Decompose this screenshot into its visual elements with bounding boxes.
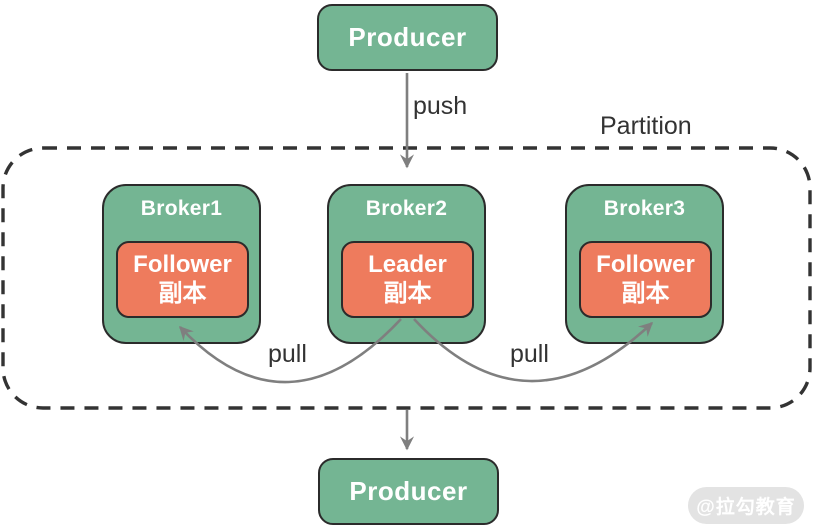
pull-label-left: pull xyxy=(268,340,307,368)
watermark-badge: @拉勾教育 xyxy=(688,487,804,524)
pull-label-right: pull xyxy=(510,340,549,368)
broker1-replica-suffix: 副本 xyxy=(158,279,207,307)
producer-bottom-label: Producer xyxy=(349,476,468,506)
broker1-follower-replica-box: Follower 副本 xyxy=(116,241,249,318)
broker3-name: Broker3 xyxy=(603,197,686,220)
broker1-name: Broker1 xyxy=(140,197,223,220)
broker1-replica-role: Follower xyxy=(133,251,232,279)
broker2-replica-role: Leader xyxy=(368,251,447,279)
producer-top-label: Producer xyxy=(348,22,467,52)
broker3-node: Broker3 Follower 副本 xyxy=(565,184,724,344)
partition-label: Partition xyxy=(600,112,692,140)
broker2-leader-replica-box: Leader 副本 xyxy=(341,241,474,318)
broker2-node: Broker2 Leader 副本 xyxy=(327,184,486,344)
producer-top-node: Producer xyxy=(317,4,498,71)
broker2-replica-suffix: 副本 xyxy=(383,279,432,307)
broker3-follower-replica-box: Follower 副本 xyxy=(579,241,712,318)
broker1-node: Broker1 Follower 副本 xyxy=(102,184,261,344)
producer-bottom-node: Producer xyxy=(318,458,499,525)
broker3-replica-suffix: 副本 xyxy=(621,279,670,307)
broker3-replica-role: Follower xyxy=(596,251,695,279)
broker2-name: Broker2 xyxy=(365,197,448,220)
watermark-label: @拉勾教育 xyxy=(696,497,796,518)
push-label: push xyxy=(413,92,468,120)
